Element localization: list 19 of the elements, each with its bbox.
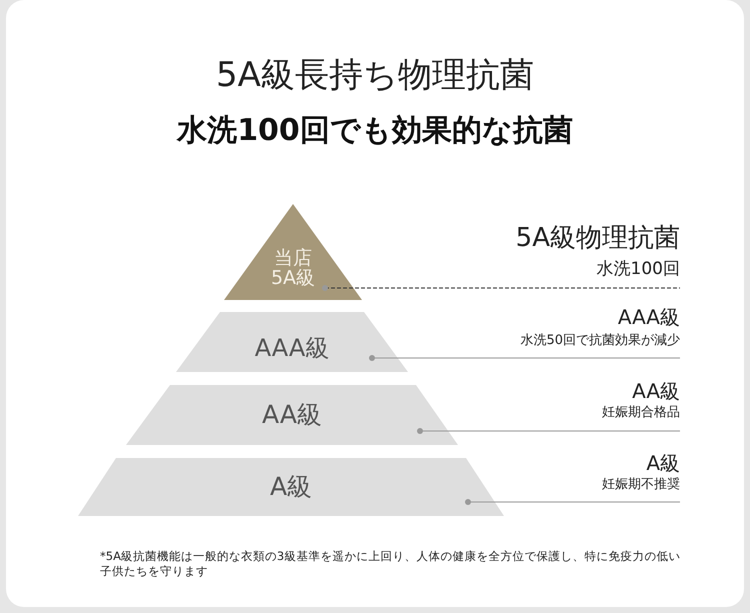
grade-heading: A級: [646, 452, 680, 475]
leader-line: [322, 285, 680, 291]
level-label: AAA級: [254, 334, 330, 362]
leader-line: [369, 355, 680, 361]
level-label: 当店 5A級: [270, 248, 316, 288]
grade-heading: 5A級物理抗菌: [516, 224, 680, 254]
footnote: *5A級抗菌機能は一般的な衣類の3級基準を遥かに上回り、人体の健康を全方位で保護し、特に免疫力の低い子供たちを守ります: [100, 549, 682, 579]
grade-description: 水洗100回: [596, 260, 680, 280]
level-label: AA級: [261, 400, 323, 429]
level-label: A級: [268, 472, 314, 501]
grade-description: 妊娠期合格品: [602, 406, 680, 421]
subtitle: 水洗100回でも効果的な抗菌: [175, 112, 574, 150]
grade-description: 水洗50回で抗菌効果が減少: [520, 334, 680, 349]
grade-heading: AAA級: [618, 306, 680, 329]
leader-line: [465, 499, 680, 505]
title: 5A級長持ち物理抗菌: [215, 54, 535, 97]
leader-line: [417, 428, 680, 434]
grade-description: 妊娠期不推奨: [602, 478, 680, 493]
grade-heading: AA級: [632, 380, 680, 403]
